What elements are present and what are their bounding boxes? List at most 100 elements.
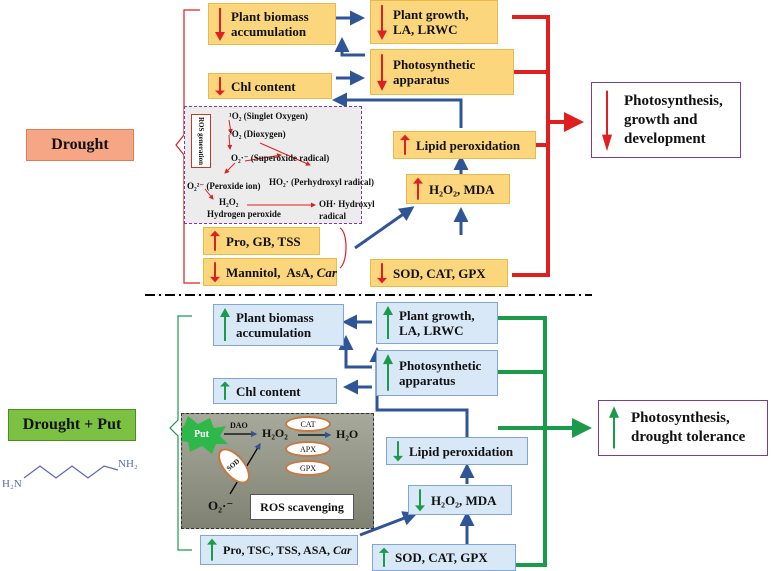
top-left-bracket [175, 9, 200, 284]
down-arrow-icon [391, 440, 405, 462]
dao-label: DAO [230, 421, 248, 430]
drought-put-label: Drought + Put [22, 416, 122, 433]
cat-label: CAT [300, 419, 316, 429]
up-arrow-icon [205, 538, 219, 562]
up-arrow-icon [218, 381, 232, 401]
o2-superoxide-label: O₂·⁻ [208, 498, 234, 513]
growth-box-put: Plant growth, LA, LRWC [376, 302, 498, 344]
up-arrow-icon [381, 305, 395, 341]
mannitol-box-drought: Mannitol, AsA, Car [203, 258, 337, 286]
h2o2-mda-box-drought: H₂O₂, MDA [406, 174, 510, 204]
sod-cat-gpx-label: SOD, CAT, GPX [393, 265, 486, 281]
up-arrow-icon [398, 134, 412, 156]
down-arrow-icon [213, 6, 227, 42]
top-flow-arrows [332, 10, 469, 250]
gpx-label: GPX [299, 463, 316, 473]
molecule-h2n-label: H₂N [2, 478, 22, 490]
growth-box-drought: Plant growth, LA, LRWC [370, 0, 498, 44]
put-label: Put [194, 429, 209, 440]
chl-content-label: Chl content [231, 78, 296, 94]
drought-put-condition-box: Drought + Put [8, 409, 136, 441]
hydrogen-peroxide-name-text: Hydrogen peroxide [207, 209, 281, 219]
gpx-enzyme-pill: GPX [285, 460, 331, 476]
photosynthetic-apparatus-label-put: Photosynthetic apparatus [399, 358, 482, 388]
pro-tsc-label: Pro, TSC, TSS, ASA, Car [223, 543, 353, 558]
outcome-label-drought: Photosynthesis, growth and development [624, 92, 723, 147]
ros-generation-panel: ROS generation ¹O₂ (Singlet Oxygen) ³O₂ … [184, 106, 375, 224]
photosynthetic-apparatus-box-drought: Photosynthetic apparatus [370, 49, 514, 95]
sod-cat-gpx-box-drought: SOD, CAT, GPX [370, 259, 508, 287]
superoxide-text: O₂·⁻ (Superoxide radical) [231, 153, 330, 163]
perhydroxyl-text: HO₂· (Perhydroxyl radical) [269, 177, 375, 187]
ros-scavenging-label: ROS scavenging [260, 499, 344, 514]
sod-cat-gpx-box-put: SOD, CAT, GPX [372, 544, 516, 571]
lipid-peroxidation-box-drought: Lipid peroxidation [393, 131, 536, 159]
ros-generation-tag: ROS generation [191, 114, 211, 168]
drought-label: Drought [51, 136, 109, 153]
biomass-box-drought: Plant biomass accumulation [208, 3, 336, 45]
h2o2-mda-label: H₂O₂, MDA [429, 181, 495, 197]
chl-content-box-put: Chl content [213, 378, 337, 404]
down-arrow-icon [375, 3, 389, 41]
up-arrow-icon [411, 177, 425, 201]
up-arrow-icon [381, 353, 395, 393]
up-arrow-icon [218, 307, 232, 343]
h2o2-mda-box-put: H₂O₂, MDA [408, 485, 512, 515]
pro-gb-tss-label: Pro, GB, TSS [226, 233, 301, 249]
outcome-box-drought: Photosynthesis, growth and development [591, 82, 741, 158]
up-arrow-icon [208, 230, 222, 252]
top-inputs-bracket [339, 227, 347, 269]
chl-content-box-drought: Chl content [208, 73, 332, 99]
pro-gb-tss-box-drought: Pro, GB, TSS [203, 227, 320, 255]
h2o2-scav-label: H₂O₂ [262, 426, 288, 440]
up-arrow-icon [607, 405, 623, 451]
mannitol-car-text: Car [316, 264, 337, 280]
cat-enzyme-pill: CAT [285, 416, 331, 432]
lipid-peroxidation-box-put: Lipid peroxidation [386, 437, 528, 465]
lipid-peroxidation-label: Lipid peroxidation [416, 137, 521, 153]
down-arrow-icon [213, 76, 227, 96]
ros-scavenging-label-box: ROS scavenging [250, 494, 354, 520]
peroxide-ion-text: O₂²⁻ (Peroxide ion) [187, 181, 261, 191]
singlet-oxygen-text: ¹O₂ (Singlet Oxygen) [229, 111, 308, 121]
pro-tsc-box-put: Pro, TSC, TSS, ASA, Car [200, 535, 358, 565]
bottom-right-bracket [498, 316, 592, 567]
down-arrow-icon [375, 262, 389, 284]
scavenging-shapes [182, 416, 332, 495]
bottom-left-bracket [169, 315, 192, 551]
h2o-label: H₂O [336, 427, 359, 441]
apx-enzyme-pill: APX [285, 441, 331, 457]
down-arrow-icon [375, 52, 389, 92]
chl-content-label-put: Chl content [236, 383, 301, 399]
outcome-box-put: Photosynthesis, drought tolerance [598, 400, 768, 456]
photosynthetic-apparatus-box-put: Photosynthetic apparatus [376, 350, 498, 396]
pro-tsc-label-text: Pro, TSC, TSS, ASA, [223, 542, 334, 557]
lipid-peroxidation-label-put: Lipid peroxidation [409, 443, 514, 459]
h2o2-mda-label-put: H₂O₂, MDA [431, 492, 497, 508]
outcome-label-put: Photosynthesis, drought tolerance [631, 410, 746, 445]
pro-tsc-car-text: Car [333, 542, 352, 557]
dioxygen-text: ³O₂ (Dioxygen) [229, 129, 286, 139]
photosynthetic-apparatus-label: Photosynthetic apparatus [393, 57, 476, 87]
hydroxyl-radical-name-text: radical [319, 211, 346, 221]
hydrogen-peroxide-text: H₂O₂ [219, 197, 239, 207]
bottom-flow-arrows [338, 314, 475, 545]
mannitol-label-text: Mannitol, AsA, [226, 264, 317, 280]
down-arrow-icon [600, 87, 616, 153]
molecule-nh2-label: NH₂ [118, 458, 138, 470]
hydroxyl-radical-text: OH· Hydroxyl [319, 199, 375, 209]
apx-label: APX [299, 444, 316, 454]
mannitol-label: Mannitol, AsA, Car [226, 265, 337, 280]
put-starburst-icon [182, 416, 228, 454]
growth-label: Plant growth, LA, LRWC [393, 7, 469, 37]
biomass-label: Plant biomass accumulation [231, 9, 309, 39]
ros-arrows [204, 119, 316, 208]
down-arrow-icon [413, 488, 427, 512]
up-arrow-icon [377, 547, 391, 568]
biomass-box-put: Plant biomass accumulation [213, 304, 344, 346]
biomass-label-put: Plant biomass accumulation [236, 310, 314, 340]
putrescine-structure [23, 465, 119, 479]
growth-label-put: Plant growth, LA, LRWC [399, 308, 475, 338]
sod-cat-gpx-label-put: SOD, CAT, GPX [395, 550, 488, 565]
